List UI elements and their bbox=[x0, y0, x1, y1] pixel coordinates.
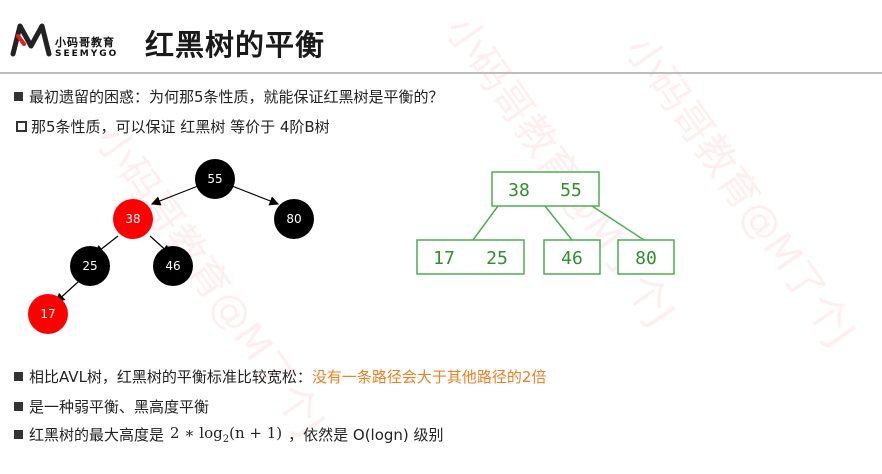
bullet-hollow-square-icon bbox=[16, 121, 27, 132]
rb-node-label: 80 bbox=[286, 212, 301, 226]
bullet-square-icon bbox=[14, 430, 23, 439]
logo-brand-cn: 小码哥教育 bbox=[55, 36, 115, 49]
rb-node-circle bbox=[274, 199, 314, 239]
btree-leaf-node: 46 bbox=[543, 239, 601, 275]
bullet-square-icon bbox=[14, 92, 23, 101]
btree-key: 25 bbox=[486, 248, 508, 269]
slide-header: 小码哥教育 SEEMYGO 红黑树的平衡 bbox=[0, 0, 882, 72]
logo-brand-en: SEEMYGO bbox=[55, 49, 119, 59]
rb-node-17: 17 bbox=[28, 294, 68, 334]
bullet-text: 最初遗留的困惑：为何那5条性质，就能保证红黑树是平衡的？ bbox=[29, 88, 444, 106]
slide-title: 红黑树的平衡 bbox=[145, 28, 326, 62]
rb-node-circle bbox=[195, 159, 235, 199]
bullet-text: ，依然是 O(logn) 级别 bbox=[288, 426, 444, 444]
formula-part: (n + 1) bbox=[229, 424, 283, 442]
bullet-balance-standard: 相比AVL树，红黑树的平衡标准比较宽松： 没有一条路径会大于其他路径的2倍 bbox=[14, 366, 546, 387]
rb-node-label: 38 bbox=[125, 212, 140, 226]
rb-node-25: 25 bbox=[70, 246, 110, 286]
bullet-question: 最初遗留的困惑：为何那5条性质，就能保证红黑树是平衡的？ bbox=[14, 86, 444, 107]
rb-node-circle bbox=[70, 246, 110, 286]
bullet-text: 红黑树的最大高度是 bbox=[29, 426, 165, 444]
btree-edge bbox=[472, 205, 499, 241]
red-black-tree-diagram: 55 38 80 25 46 17 bbox=[28, 159, 314, 334]
formula-part: 2 ∗ log bbox=[170, 424, 223, 442]
rb-node-55: 55 bbox=[195, 159, 235, 199]
rb-node-label: 55 bbox=[207, 172, 222, 186]
btree-key: 46 bbox=[561, 248, 583, 269]
bullet-square-icon bbox=[14, 372, 23, 381]
btree-key: 55 bbox=[560, 180, 582, 201]
btree-leaf-node: 80 bbox=[617, 239, 675, 275]
rb-node-80: 80 bbox=[274, 199, 314, 239]
btree-root-node: 38 55 bbox=[491, 171, 600, 207]
rb-node-circle bbox=[28, 294, 68, 334]
rb-node-label: 25 bbox=[82, 259, 97, 273]
btree-leaf-node: 17 25 bbox=[416, 239, 525, 275]
rb-node-38: 38 bbox=[113, 199, 153, 239]
bullet-equivalence: 那5条性质，可以保证 红黑树 等价于 4阶B树 bbox=[16, 116, 330, 137]
btree-key: 38 bbox=[508, 180, 530, 201]
header-divider bbox=[0, 72, 882, 74]
formula-subscript: 2 bbox=[222, 434, 230, 445]
rb-node-circle bbox=[113, 199, 153, 239]
bullet-text: 相比AVL树，红黑树的平衡标准比较宽松： bbox=[29, 368, 312, 386]
bullet-square-icon bbox=[14, 402, 23, 411]
rb-node-46: 46 bbox=[153, 246, 193, 286]
bullet-weak-balance: 是一种弱平衡、黑高度平衡 bbox=[14, 396, 209, 417]
rb-node-label: 17 bbox=[40, 307, 55, 321]
bullet-highlight: 没有一条路径会大于其他路径的2倍 bbox=[311, 368, 547, 386]
btree-4-order-diagram: 38 55 17 25 46 80 bbox=[416, 171, 675, 275]
btree-key: 80 bbox=[635, 248, 657, 269]
btree-key: 17 bbox=[433, 248, 455, 269]
tree-edge bbox=[231, 185, 280, 206]
btree-edge bbox=[544, 205, 573, 241]
bullet-max-height: 红黑树的最大高度是 2 ∗ log2(n + 1) ，依然是 O(logn) 级… bbox=[14, 424, 444, 445]
bullet-text: 是一种弱平衡、黑高度平衡 bbox=[29, 398, 210, 416]
bullet-text: 那5条性质，可以保证 红黑树 等价于 4阶B树 bbox=[31, 118, 330, 136]
tree-edge bbox=[150, 185, 199, 206]
brand-logo: 小码哥教育 SEEMYGO bbox=[10, 16, 150, 62]
height-formula: 2 ∗ log2(n + 1) bbox=[170, 424, 282, 445]
logo-m-icon bbox=[10, 23, 52, 57]
rb-node-circle bbox=[153, 246, 193, 286]
rb-node-label: 46 bbox=[165, 259, 180, 273]
btree-edge bbox=[591, 205, 645, 241]
